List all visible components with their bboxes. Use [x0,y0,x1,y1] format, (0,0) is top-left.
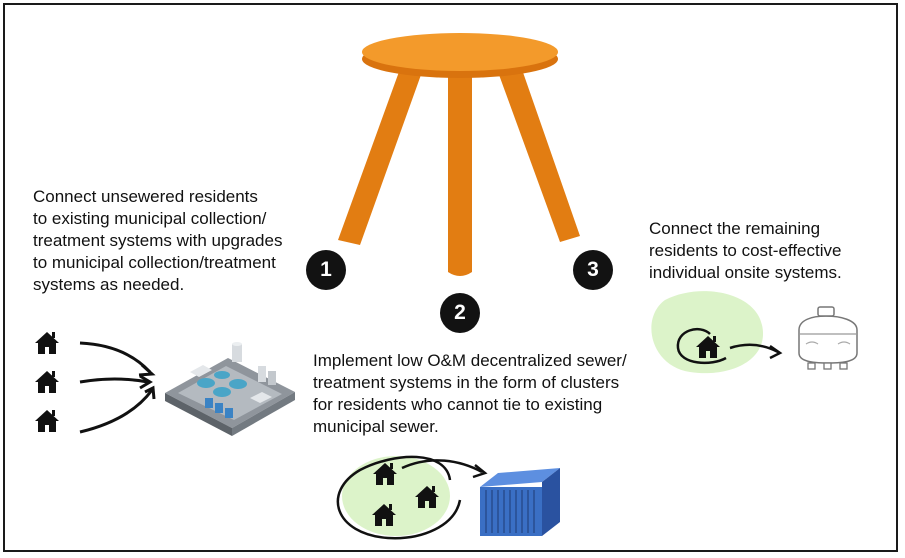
houses-to-plant-group [35,332,156,434]
text-line: Connect the remaining [649,219,821,238]
step-2-description: Implement low O&M decentralized sewer/ t… [313,350,627,438]
text-line: for residents who cannot tie to existing [313,395,603,414]
arrow-icon [79,377,149,384]
step-3-badge: 3 [573,250,613,290]
arrow-icon [401,459,483,474]
shipping-container-icon [480,468,560,536]
text-line: Connect unsewered residents [33,187,258,206]
text-line: to municipal collection/treatment [33,253,276,272]
stool-icon [338,33,580,276]
step-1-description: Connect unsewered residents to existing … [33,186,282,296]
text-line: Implement low O&M decentralized sewer/ [313,351,627,370]
house-icon [35,410,59,432]
onsite-group [651,291,783,374]
diagram-frame [3,3,898,552]
text-line: treatment systems with upgrades [33,231,283,250]
house-icon [35,371,59,393]
text-line: systems as needed. [33,275,185,294]
text-line: individual onsite systems. [649,263,842,282]
cluster-group [336,455,488,540]
step-1-badge: 1 [306,250,346,290]
arrow-icon [79,389,154,434]
text-line: treatment systems in the form of cluster… [313,373,620,392]
arrow-icon [79,341,152,374]
text-line: municipal sewer. [313,417,439,436]
text-line: to existing municipal collection/ [33,209,267,228]
step-2-badge: 2 [440,293,480,333]
septic-tank-icon [798,306,858,370]
step-3-description: Connect the remaining residents to cost-… [649,218,842,284]
text-line: residents to cost-effective [649,241,842,260]
treatment-plant-icon [165,342,295,436]
house-icon [35,332,59,354]
